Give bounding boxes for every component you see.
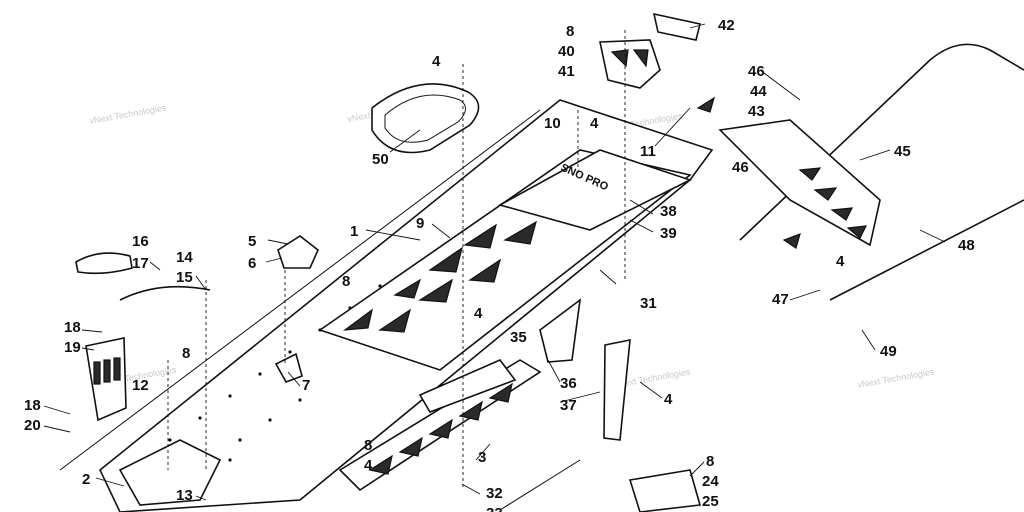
bumper-tube-inner xyxy=(739,43,1024,241)
foot-bracket xyxy=(418,359,517,413)
callout-14: 14 xyxy=(176,249,193,266)
callout-4: 4 xyxy=(664,391,673,408)
bumper-rail xyxy=(829,199,1024,301)
callout-35: 35 xyxy=(510,329,527,346)
alignment-lines xyxy=(167,30,626,490)
callout-4: 4 xyxy=(474,305,483,322)
callout-42: 42 xyxy=(718,17,735,34)
callout-18: 18 xyxy=(24,397,41,414)
side-plate-slots xyxy=(93,357,121,385)
direction-arrows xyxy=(696,96,801,249)
callout-46: 46 xyxy=(748,63,765,80)
seat-inner-outline xyxy=(384,94,466,143)
callout-3: 3 xyxy=(478,449,486,466)
handle-bar xyxy=(119,285,211,301)
watermark: vNext Technologies xyxy=(89,103,168,126)
callout-9: 9 xyxy=(416,215,424,232)
callout-40: 40 xyxy=(558,43,575,60)
callout-4: 4 xyxy=(432,53,441,70)
rear-flap-panel xyxy=(497,149,693,231)
footrest-cap xyxy=(75,252,133,275)
callout-11: 11 xyxy=(640,143,656,160)
callout-41: 41 xyxy=(558,63,575,80)
callout-36: 36 xyxy=(560,375,577,392)
callout-31: 31 xyxy=(640,295,657,312)
callout-49: 49 xyxy=(880,343,897,360)
callout-4: 4 xyxy=(590,115,599,132)
chain-strap xyxy=(603,339,631,441)
callout-13: 13 xyxy=(176,487,193,504)
callout-50: 50 xyxy=(372,151,389,168)
callout-8: 8 xyxy=(364,437,372,454)
callout-7: 7 xyxy=(302,377,310,394)
seat-cushion xyxy=(371,83,480,154)
callout-19: 19 xyxy=(64,339,81,356)
leader-lines xyxy=(43,23,946,501)
callout-25: 25 xyxy=(702,493,719,510)
callout-44: 44 xyxy=(750,83,767,100)
callout-46: 46 xyxy=(732,159,749,176)
mount-bracket xyxy=(277,235,319,269)
arrow-icon xyxy=(696,96,716,113)
callout-8: 8 xyxy=(182,345,190,362)
callout-39: 39 xyxy=(660,225,677,242)
lower-bracket xyxy=(628,469,702,512)
callout-33: 33 xyxy=(486,505,503,512)
tunnel-edge-line xyxy=(59,109,541,471)
tunnel-assembly: SNO PRO xyxy=(59,99,714,512)
hitch-cap xyxy=(652,12,701,41)
callout-4: 4 xyxy=(836,253,845,270)
callout-38: 38 xyxy=(660,203,677,220)
hitch-block xyxy=(599,39,661,89)
seat-body xyxy=(371,83,480,154)
callout-32: 32 xyxy=(486,485,503,502)
callout-1: 1 xyxy=(350,223,358,240)
callout-17: 17 xyxy=(132,255,149,272)
callout-10: 10 xyxy=(544,115,561,132)
callout-45: 45 xyxy=(894,143,911,160)
side-bracket xyxy=(539,298,582,363)
callout-8: 8 xyxy=(566,23,574,40)
callout-12: 12 xyxy=(132,377,149,394)
callout-labels: 1 2 3 4 4 4 4 4 4 5 6 7 8 8 8 8 8 9 10 1… xyxy=(24,17,975,512)
running-board-cleats xyxy=(368,382,513,475)
tunnel-side-edge xyxy=(299,179,691,501)
watermark: vNext Technologies xyxy=(857,367,936,390)
callout-5: 5 xyxy=(248,233,256,250)
hitch-bracket xyxy=(599,12,701,89)
callout-15: 15 xyxy=(176,269,193,286)
grommet xyxy=(274,352,303,383)
callout-43: 43 xyxy=(748,103,765,120)
callout-8: 8 xyxy=(342,273,350,290)
rear-bumper xyxy=(718,43,1024,301)
callout-37: 37 xyxy=(560,397,577,414)
callout-48: 48 xyxy=(958,237,975,254)
running-board xyxy=(338,359,581,511)
callout-16: 16 xyxy=(132,233,149,250)
callout-18: 18 xyxy=(64,319,81,336)
support-tube xyxy=(499,459,581,511)
tail-light-ribs xyxy=(798,167,868,239)
callout-8: 8 xyxy=(706,453,714,470)
front-mount xyxy=(118,439,222,506)
arrow-icon xyxy=(782,233,801,249)
callout-24: 24 xyxy=(702,473,719,490)
callout-2: 2 xyxy=(82,471,90,488)
callout-4: 4 xyxy=(364,457,373,474)
callout-20: 20 xyxy=(24,417,41,434)
front-brackets xyxy=(75,235,702,512)
callout-47: 47 xyxy=(772,291,789,308)
callout-6: 6 xyxy=(248,255,256,272)
